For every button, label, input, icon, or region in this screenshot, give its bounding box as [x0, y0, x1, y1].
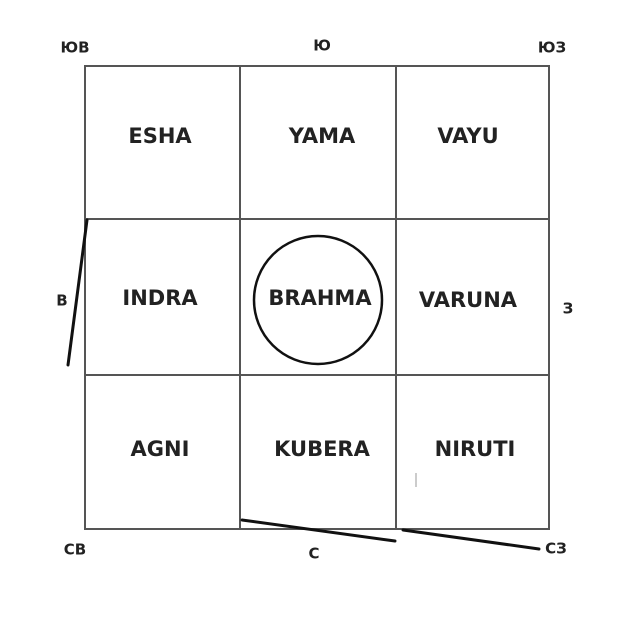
cell-brahma: BRAHMA [268, 286, 372, 310]
stroke-north [240, 518, 397, 543]
cell-vayu: VAYU [437, 124, 498, 148]
cell-kubera: KUBERA [274, 437, 370, 461]
cell-niruti: NIRUTI [435, 437, 516, 461]
direction-southeast: ЮВ [60, 39, 89, 57]
direction-southwest: ЮЗ [538, 39, 566, 57]
cell-esha: ESHA [128, 124, 192, 148]
cell-indra: INDRA [122, 286, 198, 310]
stroke-northwest [401, 528, 541, 551]
cell-varuna: VARUNA [419, 288, 518, 312]
direction-northwest: СЗ [545, 540, 567, 558]
stroke-east [66, 218, 89, 367]
direction-north: С [308, 545, 319, 563]
direction-south: Ю [313, 37, 331, 55]
brahma-circle [252, 234, 384, 366]
direction-east: В [56, 292, 67, 310]
cell-yama: YAMA [288, 124, 356, 148]
direction-northeast: СВ [64, 541, 86, 559]
direction-west: З [563, 300, 574, 318]
annotation-strokes [66, 218, 541, 551]
cell-agni: AGNI [131, 437, 190, 461]
